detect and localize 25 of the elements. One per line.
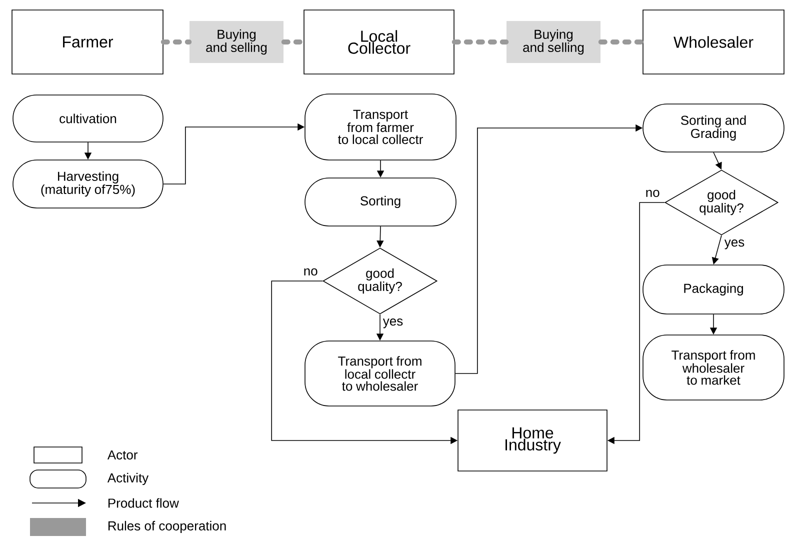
activity-box: Sorting bbox=[304, 178, 456, 226]
cooperation-box: Buying and selling bbox=[190, 21, 284, 63]
cooperation-link bbox=[452, 40, 509, 44]
edge-label: no bbox=[646, 190, 660, 198]
cooperation-link bbox=[598, 40, 646, 44]
cooperation-box: Buying and selling bbox=[506, 21, 600, 63]
activity-box: cultivation bbox=[12, 94, 164, 142]
activity-box: Harvesting (maturity of75%) bbox=[12, 160, 164, 208]
legend-label: Product flow bbox=[108, 498, 179, 508]
actor-box: Home Industry bbox=[458, 410, 608, 472]
activity-box: Transport from local collectr to wholesaler bbox=[304, 340, 456, 406]
activity-box: Sorting and Grading bbox=[642, 104, 784, 152]
legend-label: Actor bbox=[107, 450, 138, 460]
edge-label: yes bbox=[382, 318, 403, 328]
edge-label: no bbox=[304, 268, 318, 276]
activity-box: Packaging bbox=[642, 264, 784, 314]
legend-label: Activity bbox=[107, 472, 149, 486]
actor-box: Farmer bbox=[12, 10, 164, 74]
activity-box: Transport from farmer to local collectr bbox=[304, 94, 456, 160]
actor-box: Wholesaler bbox=[642, 10, 784, 74]
actor-box: Local Collector bbox=[304, 10, 454, 74]
legend-label: Rules of cooperation bbox=[108, 520, 226, 534]
activity-box: Transport from wholesaler to market bbox=[642, 334, 784, 400]
cooperation-link bbox=[160, 40, 192, 44]
edge-label: yes bbox=[724, 240, 744, 250]
